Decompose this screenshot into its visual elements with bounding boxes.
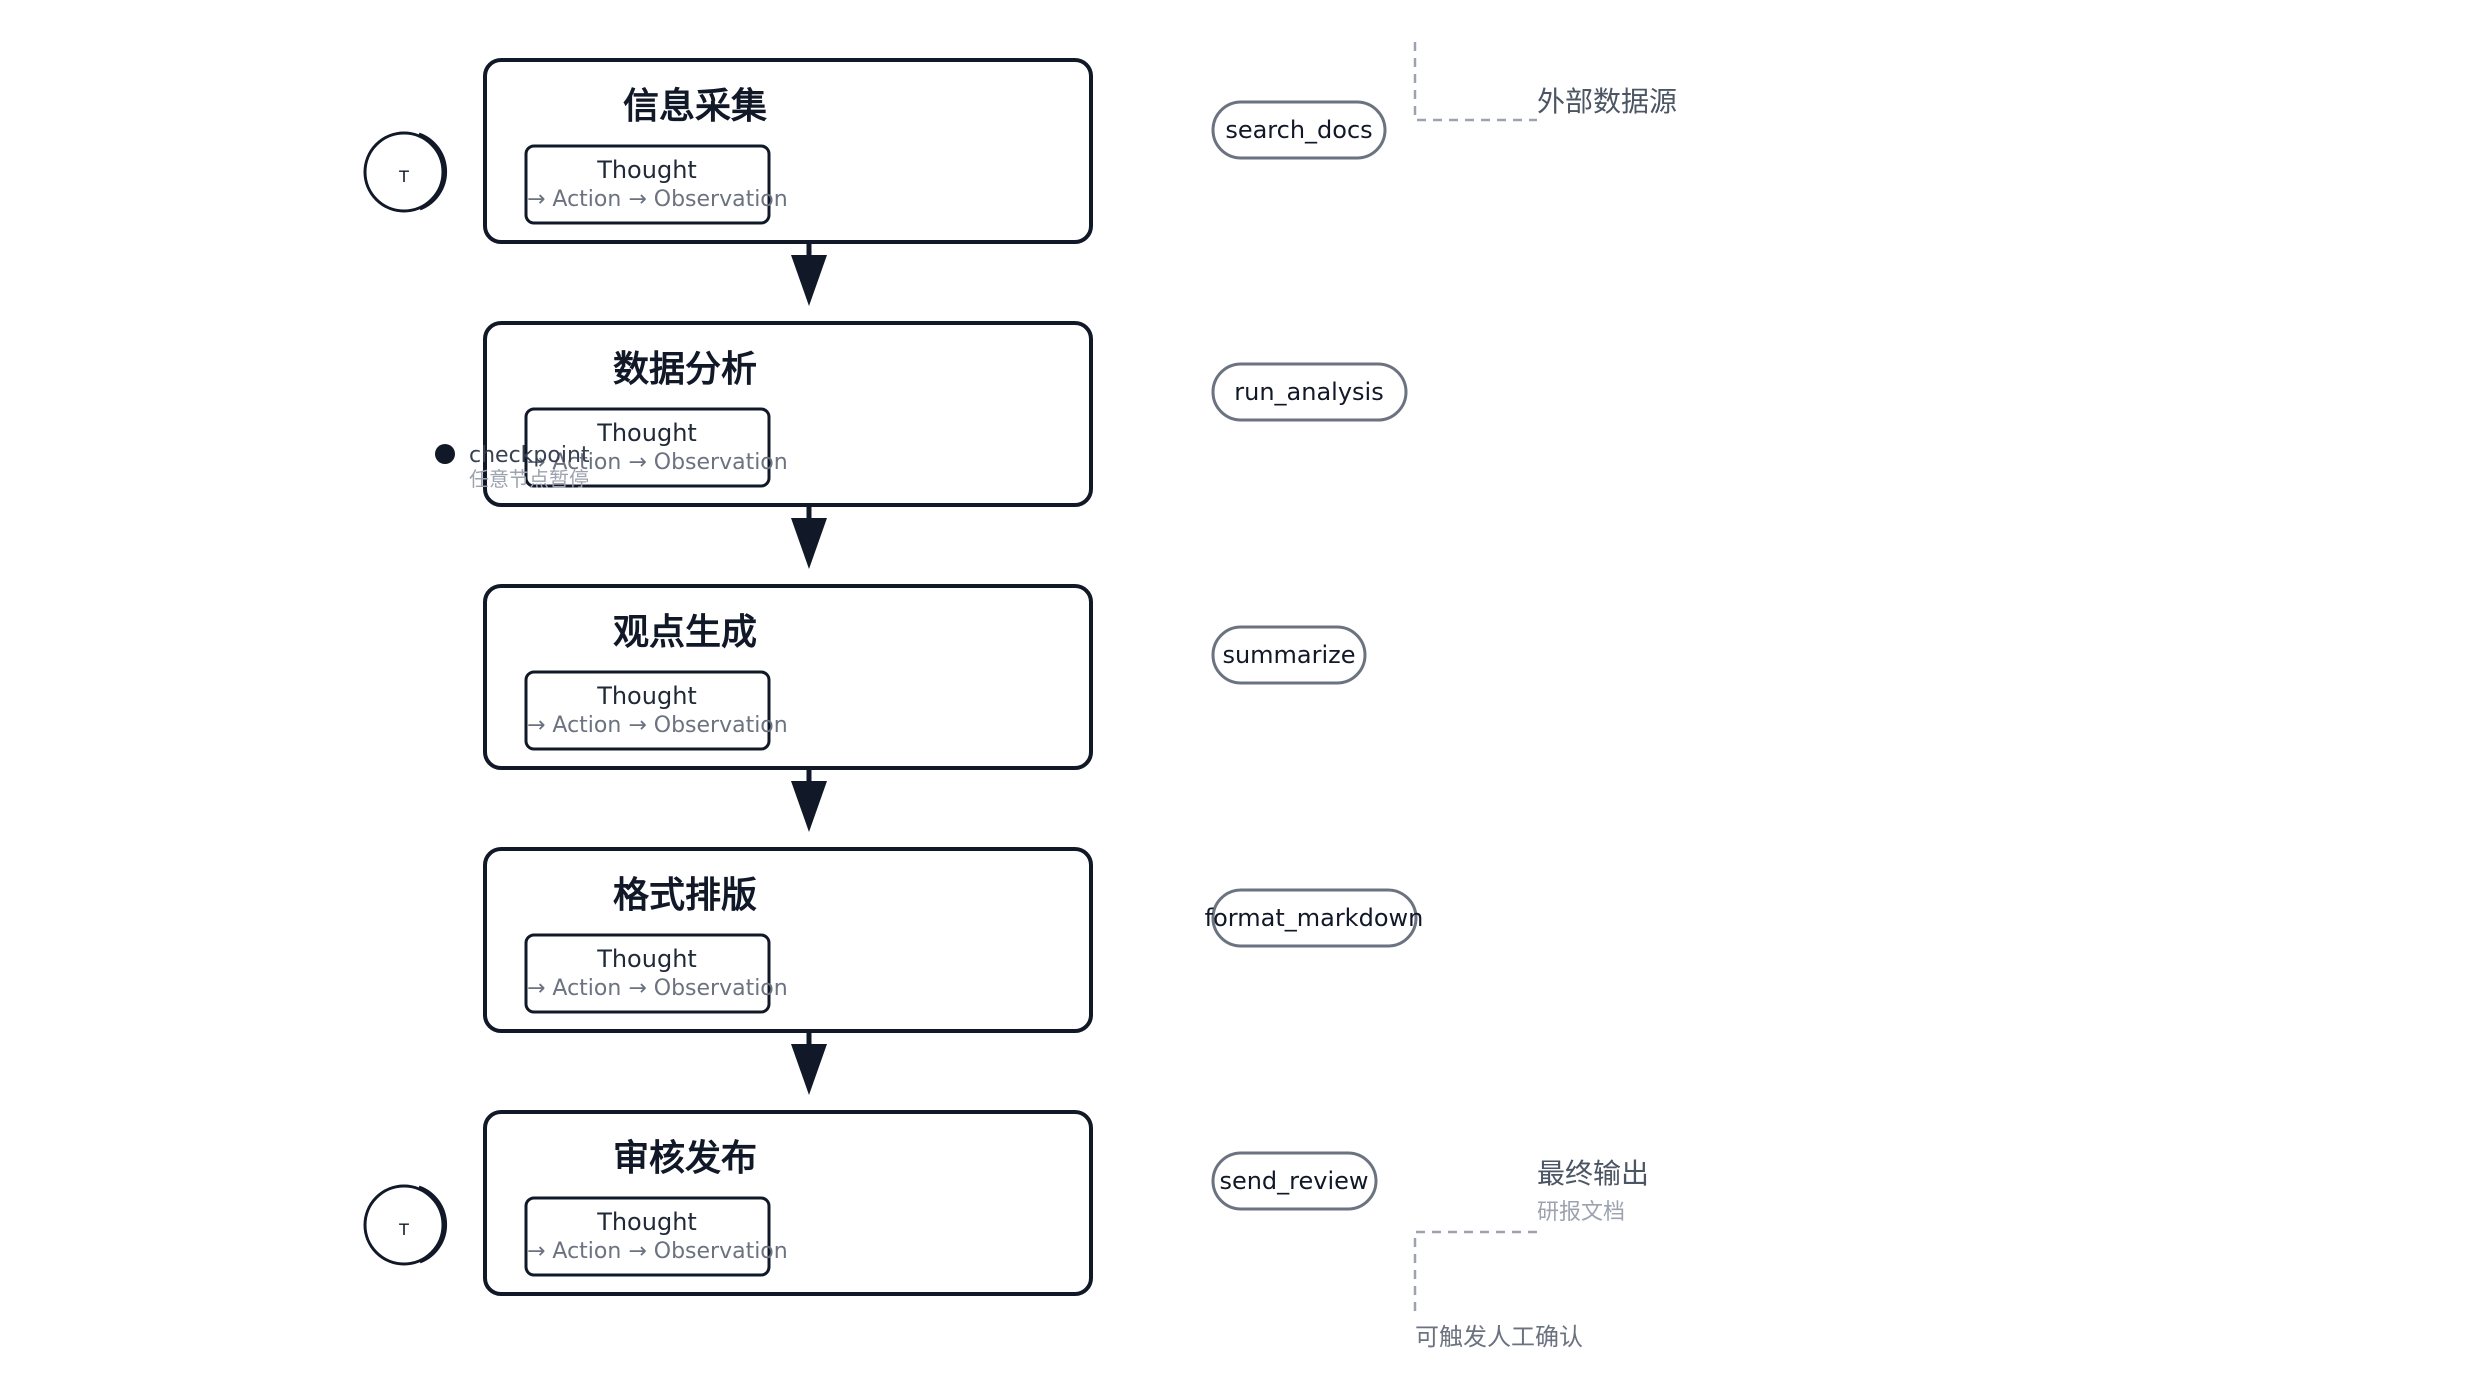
tool-pill-1: search_docs [1211, 100, 1387, 160]
action-observation-label: → Action → Observation [527, 976, 788, 1001]
human-confirm-note: 可触发人工确认 [1415, 1323, 1583, 1351]
flow-arrow-1 [791, 242, 827, 306]
tool-label: run_analysis [1234, 378, 1383, 406]
thought-label: Thought [596, 419, 697, 447]
tool-pill-2: run_analysis [1211, 362, 1408, 422]
tool-pill-5: send_review [1211, 1151, 1378, 1211]
stage-title: 观点生成 [613, 612, 757, 653]
thought-label: Thought [596, 945, 697, 973]
thought-label: Thought [596, 1208, 697, 1236]
checkpoint-sublabel: 任意节点暂停 [469, 467, 589, 491]
arrow-down-icon [791, 518, 827, 569]
start-terminal: T [363, 131, 448, 213]
thought-label: Thought [596, 682, 697, 710]
human-confirm-connector [1413, 1230, 1537, 1314]
tool-pill-4: format_markdown [1205, 888, 1424, 948]
stage-title: 审核发布 [613, 1138, 757, 1179]
action-observation-label: → Action → Observation [527, 1239, 788, 1264]
thought-box [524, 144, 771, 225]
checkpoint-dot-icon [435, 444, 455, 464]
arrow-down-icon [791, 781, 827, 832]
action-observation-label: → Action → Observation [527, 450, 788, 475]
checkpoint-marker: checkpoint 任意节点暂停 [435, 443, 590, 491]
stage-4: 格式排版 Thought → Action → Observation [483, 847, 1093, 1033]
arrow-down-icon [791, 255, 827, 306]
tool-label: send_review [1219, 1167, 1368, 1195]
thought-box [524, 933, 771, 1014]
stage-title: 格式排版 [613, 875, 757, 916]
thought-box [524, 670, 771, 751]
tool-label: summarize [1222, 641, 1355, 669]
thought-label: Thought [596, 156, 697, 184]
final-output-subnote: 研报文档 [1537, 1200, 1625, 1225]
arrow-down-icon [791, 1044, 827, 1095]
stage-3: 观点生成 Thought → Action → Observation [483, 584, 1093, 770]
flow-arrow-3 [791, 768, 827, 832]
stage-title: 数据分析 [613, 349, 757, 390]
final-output-note: 最终输出 [1537, 1157, 1649, 1190]
action-observation-label: → Action → Observation [527, 187, 788, 212]
action-observation-label: → Action → Observation [527, 713, 788, 738]
stage-5: 审核发布 Thought → Action → Observation [483, 1110, 1093, 1296]
flow-arrow-2 [791, 505, 827, 569]
tool-label: search_docs [1225, 116, 1372, 144]
stage-2: 数据分析 Thought → Action → Observation [483, 321, 1093, 507]
terminal-label: T [398, 1220, 409, 1239]
flow-arrow-4 [791, 1031, 827, 1095]
external-source-connector [1413, 42, 1537, 122]
stage-1: 信息采集 Thought → Action → Observation [483, 58, 1093, 244]
end-terminal: T [363, 1184, 448, 1266]
terminal-label: T [398, 167, 409, 186]
thought-box [524, 407, 771, 488]
external-source-note: 外部数据源 [1537, 85, 1677, 118]
thought-box [524, 1196, 771, 1277]
tool-pill-3: summarize [1211, 625, 1367, 685]
stage-title: 信息采集 [623, 86, 767, 127]
checkpoint-label: checkpoint [469, 443, 590, 468]
tool-label: format_markdown [1205, 904, 1424, 932]
